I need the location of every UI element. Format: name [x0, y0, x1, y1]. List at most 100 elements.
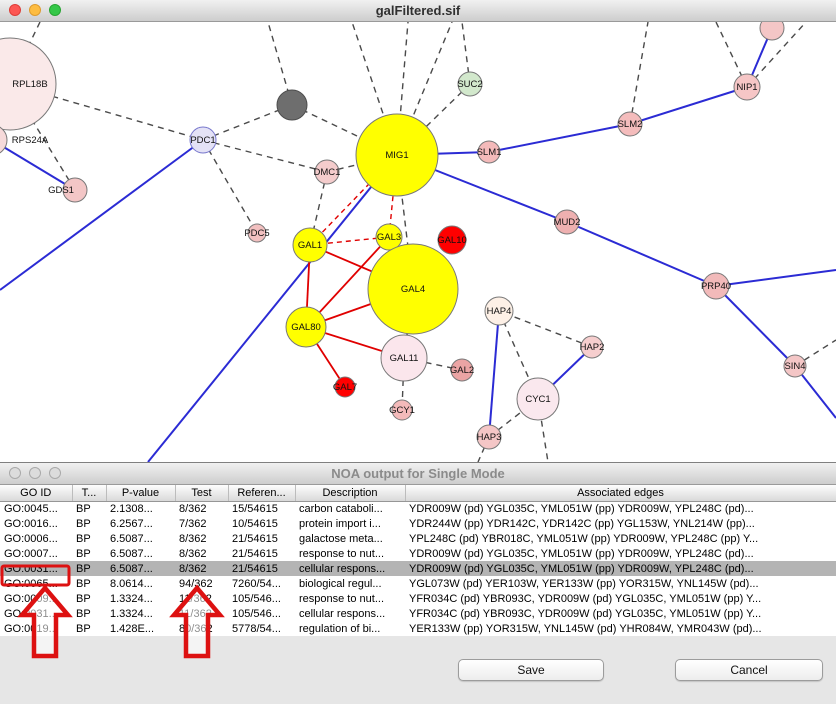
column-header[interactable]: T...: [72, 485, 107, 502]
network-edge: [498, 310, 593, 348]
column-header[interactable]: Test: [175, 485, 229, 502]
network-node-gal1[interactable]: [292, 227, 328, 263]
network-node-sin4[interactable]: [783, 354, 807, 378]
network-node-hap4[interactable]: [484, 296, 514, 326]
network-node-gal7[interactable]: [334, 376, 356, 398]
network-edge: [396, 83, 471, 156]
node-label-mig1: MIG1: [385, 150, 408, 161]
close-button[interactable]: [9, 4, 21, 16]
network-node-hap2[interactable]: [580, 335, 604, 359]
node-label-dmc1: DMC1: [314, 167, 341, 178]
table-cell: BP: [76, 592, 91, 605]
table-cell: galactose meta...: [299, 532, 383, 545]
table-cell: 7260/54...: [232, 577, 281, 590]
node-label-rpl18b: RPL18B: [12, 79, 47, 90]
minimize-button[interactable]: [29, 4, 41, 16]
table-cell: cellular respons...: [295, 561, 405, 576]
table-cell: YPL248C (pd) YBR018C, YML051W (pp) YDR00…: [409, 532, 759, 545]
table-cell: YFR034C (pd) YBR093C, YDR009W (pd) YGL03…: [409, 607, 762, 620]
network-node-prp40[interactable]: [702, 272, 730, 300]
network-node-nip1[interactable]: [733, 73, 761, 101]
network-edge: [629, 22, 649, 125]
table-cell: 8/362: [179, 547, 207, 560]
node-label-slm1: SLM1: [477, 147, 502, 158]
network-node-suc2[interactable]: [457, 71, 483, 97]
node-label-rps24a: RPS24A: [12, 135, 49, 146]
table-cell: BP: [76, 607, 91, 620]
network-canvas[interactable]: RPL18BRPS24AGDS1PDC1DMC1MIG1SUC2SLM1SLM2…: [0, 22, 836, 462]
network-window-title: galFiltered.sif: [375, 3, 461, 18]
network-node-mig1[interactable]: [355, 113, 439, 197]
table-cell: carbon cataboli...: [299, 502, 383, 515]
network-node-rps24a[interactable]: [0, 125, 8, 155]
table-cell: GO:0065...: [4, 577, 58, 590]
network-node-slm2[interactable]: [617, 111, 643, 137]
zoom-button[interactable]: [49, 467, 61, 479]
network-node-unnamed-topright[interactable]: [759, 22, 785, 41]
node-label-cyc1: CYC1: [525, 394, 550, 405]
network-edge: [566, 221, 717, 287]
node-label-prp40: PRP40: [701, 281, 731, 292]
cancel-button[interactable]: Cancel: [675, 659, 823, 681]
network-node-pdc5[interactable]: [247, 223, 267, 243]
network-node-mud2[interactable]: [554, 209, 580, 235]
network-node-hap3[interactable]: [476, 424, 502, 450]
table-cell: 21/54615: [232, 547, 278, 560]
table-cell: 105/546...: [232, 592, 281, 605]
table-cell: 105/546...: [232, 607, 281, 620]
column-header[interactable]: P-value: [106, 485, 176, 502]
network-node-dmc1[interactable]: [314, 159, 340, 185]
network-node-rpl18b[interactable]: [0, 37, 57, 131]
table-cell: response to nut...: [299, 547, 384, 560]
minimize-button[interactable]: [29, 467, 41, 479]
network-node-gal2[interactable]: [450, 358, 474, 382]
network-edge: [746, 22, 807, 88]
table-cell: 21/54615: [228, 561, 295, 576]
network-node-gal10[interactable]: [437, 225, 467, 255]
node-label-hap4: HAP4: [487, 306, 512, 317]
network-node-cyc1[interactable]: [516, 377, 560, 421]
column-header[interactable]: Referen...: [228, 485, 296, 502]
zoom-button[interactable]: [49, 4, 61, 16]
table-cell: YDR009W (pd) YGL035C, YML051W (pp) YDR00…: [409, 547, 754, 560]
network-edge: [629, 86, 748, 125]
table-cell: 1.428E...: [110, 622, 155, 635]
save-button[interactable]: Save: [458, 659, 604, 681]
node-label-gal11: GAL11: [390, 353, 419, 364]
table-cell: 1.3324...: [110, 592, 153, 605]
table-cell: biological regul...: [299, 577, 382, 590]
column-header[interactable]: GO ID: [0, 485, 73, 502]
table-cell: 5778/54...: [232, 622, 281, 635]
network-node-gal11[interactable]: [380, 334, 428, 382]
network-node-gal4[interactable]: [367, 243, 459, 335]
table-cell: 8/362: [179, 502, 207, 515]
network-edge: [0, 143, 76, 191]
column-header[interactable]: Description: [295, 485, 406, 502]
network-node-gal3[interactable]: [375, 223, 403, 251]
network-node-pdc1[interactable]: [189, 126, 217, 154]
network-node-gal80[interactable]: [285, 306, 327, 348]
close-button[interactable]: [9, 467, 21, 479]
column-header[interactable]: Associated edges: [405, 485, 836, 502]
network-node-unnamed-gray[interactable]: [276, 89, 308, 121]
network-node-gcy1[interactable]: [391, 399, 413, 421]
table-cell: GO:0016...: [4, 517, 58, 530]
node-label-sin4: SIN4: [784, 361, 805, 372]
table-cell: 1.3324...: [110, 607, 153, 620]
network-node-slm1[interactable]: [477, 140, 501, 164]
node-label-pdc5: PDC5: [244, 228, 269, 239]
table-cell: YDR244W (pp) YDR142C, YDR142C (pp) YGL15…: [409, 517, 755, 530]
network-node-gds1[interactable]: [62, 177, 88, 203]
noa-window-controls: [9, 467, 61, 479]
table-cell: protein import i...: [299, 517, 381, 530]
